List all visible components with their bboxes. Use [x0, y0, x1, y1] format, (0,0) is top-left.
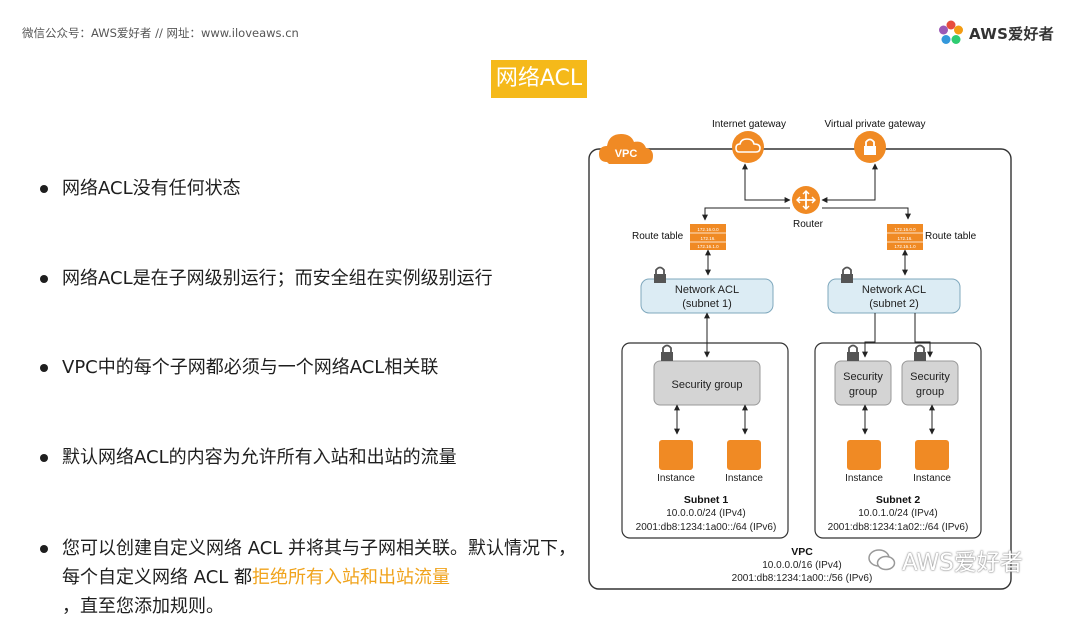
sg1-label: Security group: [672, 379, 743, 391]
bullet-item: 您可以创建自定义网络 ACL 并将其与子网相关联。默认情况下，每个自定义网络 A…: [38, 534, 582, 621]
instance-label: Instance: [845, 473, 883, 484]
watermark: AWS爱好者: [868, 543, 1023, 577]
subnet2-ipv6: 2001:db8:1234:1a02::/64 (IPv6): [828, 522, 969, 533]
subnet1-name: Subnet 1: [684, 494, 728, 506]
vpc-ipv4: 10.0.0.0/16 (IPv4): [762, 560, 842, 571]
security-group-subnet2a: [834, 360, 892, 406]
subnet2-ipv4: 10.0.1.0/24 (IPv4): [858, 508, 938, 519]
svg-text:Security: Security: [910, 371, 950, 383]
page-title: 网络ACL: [491, 60, 587, 98]
vpc-boundary: [588, 148, 1012, 590]
bullet-list: 网络ACL没有任何状态 网络ACL是在子网级别运行；而安全组在实例级别运行 VP…: [38, 170, 578, 617]
security-group-subnet1: [653, 360, 761, 406]
nacl1-label: Network ACL: [675, 284, 739, 296]
instance-label: Instance: [913, 473, 951, 484]
internet-gateway-label: Internet gateway: [712, 119, 786, 130]
route-table-left: 172.16.0.0 172.16. 172.16.1.0: [690, 224, 726, 250]
instance-label: Instance: [657, 473, 695, 484]
network-acl-subnet2: [827, 278, 961, 314]
vpc-name: VPC: [791, 546, 813, 558]
route-table-left-label: Route table: [632, 231, 684, 242]
bullet-item: 默认网络ACL的内容为允许所有入站和出站的流量: [38, 443, 578, 472]
logo-text: AWS爱好者: [969, 24, 1055, 43]
lock-icon: [661, 344, 673, 361]
bullet-item: 网络ACL没有任何状态: [38, 174, 578, 203]
instance-icon: [727, 440, 761, 470]
bullet-item: 网络ACL是在子网级别运行；而安全组在实例级别运行: [38, 264, 578, 293]
cloud-icon: [735, 138, 761, 153]
virtual-private-gateway-label: Virtual private gateway: [825, 119, 926, 130]
instance-icon: [847, 440, 881, 470]
vpc-cloud-icon: VPC: [599, 134, 653, 164]
router-label: Router: [793, 219, 824, 230]
security-group-subnet2b: [901, 360, 959, 406]
brand-logo: AWS爱好者: [938, 20, 1054, 46]
lock-icon: [841, 266, 853, 283]
svg-text:172.16.1.0: 172.16.1.0: [697, 244, 719, 249]
highlighted-text: 拒绝所有入站和出站流量: [252, 567, 451, 588]
watermark-text: AWS爱好者: [902, 550, 1023, 576]
subnet2-name: Subnet 2: [876, 494, 920, 506]
instance-icon: [915, 440, 949, 470]
svg-text:172.16.1.0: 172.16.1.0: [894, 244, 916, 249]
bullet-text: 您可以创建自定义网络 ACL 并将其与子网相关联。默认情况下，每个自定义网络 A…: [62, 538, 577, 588]
lock-icon: [864, 146, 876, 155]
svg-text:Security: Security: [843, 371, 883, 383]
svg-text:group: group: [916, 386, 944, 398]
nacl2-label: Network ACL: [862, 284, 926, 296]
svg-text:172.16.0.0: 172.16.0.0: [697, 227, 719, 232]
svg-text:172.16.: 172.16.: [700, 236, 715, 241]
source-info: 微信公众号：AWS爱好者 // 网址：www.iloveaws.cn: [22, 26, 299, 40]
lock-icon: [654, 266, 666, 283]
subnet2-box: [814, 342, 982, 539]
subnet1-ipv4: 10.0.0.0/24 (IPv4): [666, 508, 746, 519]
vpc-ipv6: 2001:db8:1234:1a00::/56 (IPv6): [732, 573, 873, 584]
svg-text:172.16.: 172.16.: [897, 236, 912, 241]
subnet1-ipv6: 2001:db8:1234:1a00::/64 (IPv6): [636, 522, 777, 533]
bullet-item: VPC中的每个子网都必须与一个网络ACL相关联: [38, 353, 578, 382]
instance-icon: [659, 440, 693, 470]
svg-text:group: group: [849, 386, 877, 398]
bullet-text: ，直至您添加规则。: [62, 596, 224, 617]
wechat-icon: [868, 549, 896, 571]
flower-logo-icon: [939, 20, 963, 44]
lock-icon: [914, 344, 926, 361]
route-table-right: 172.16.0.0 172.16. 172.16.1.0: [887, 224, 923, 250]
nacl1-sublabel: (subnet 1): [682, 298, 732, 310]
internet-gateway-icon: [732, 131, 764, 163]
vpc-diagram: VPC Internet gateway Virtual private gat…: [588, 119, 1012, 590]
vpc-badge-label: VPC: [615, 148, 638, 160]
nacl2-sublabel: (subnet 2): [869, 298, 919, 310]
svg-text:172.16.0.0: 172.16.0.0: [894, 227, 916, 232]
instance-label: Instance: [725, 473, 763, 484]
lock-icon: [847, 344, 859, 361]
route-table-right-label: Route table: [925, 231, 977, 242]
